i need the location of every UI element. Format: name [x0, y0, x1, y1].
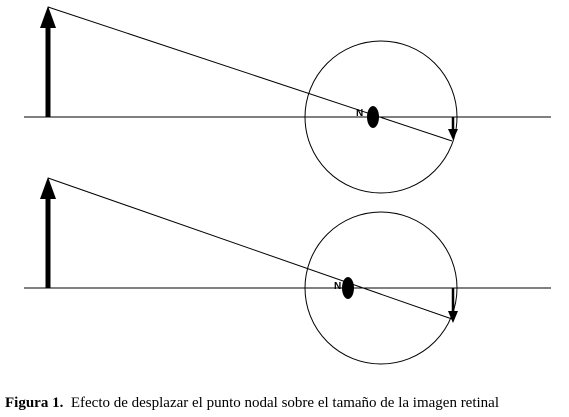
nodal-point-label: N — [356, 108, 363, 119]
retinal-image-arrow-head — [448, 129, 458, 140]
object-arrow — [40, 177, 56, 288]
object-arrow-head — [40, 6, 56, 28]
nodal-point-marker — [367, 106, 379, 128]
eyeball-circle — [304, 40, 458, 194]
figure-caption-label: Figura 1. — [5, 395, 64, 411]
retinal-image-arrow — [448, 288, 458, 323]
nodal-ray — [47, 177, 453, 320]
nodal-ray — [47, 6, 453, 142]
nodal-point-marker — [342, 277, 354, 299]
eyeball-circle — [304, 211, 458, 365]
object-arrow-head — [40, 177, 56, 199]
object-arrow — [40, 6, 56, 117]
retinal-image-arrow — [448, 117, 458, 140]
top-panel: N — [24, 6, 551, 194]
bottom-panel: N — [24, 177, 551, 365]
figure-caption: Figura 1. Efecto de desplazar el punto n… — [5, 394, 567, 412]
figure-caption-text: Efecto de desplazar el punto nodal sobre… — [70, 395, 500, 411]
nodal-point-diagram: N N — [24, 6, 551, 365]
retinal-image-arrow-head — [448, 311, 458, 323]
nodal-point-label: N — [334, 281, 341, 292]
